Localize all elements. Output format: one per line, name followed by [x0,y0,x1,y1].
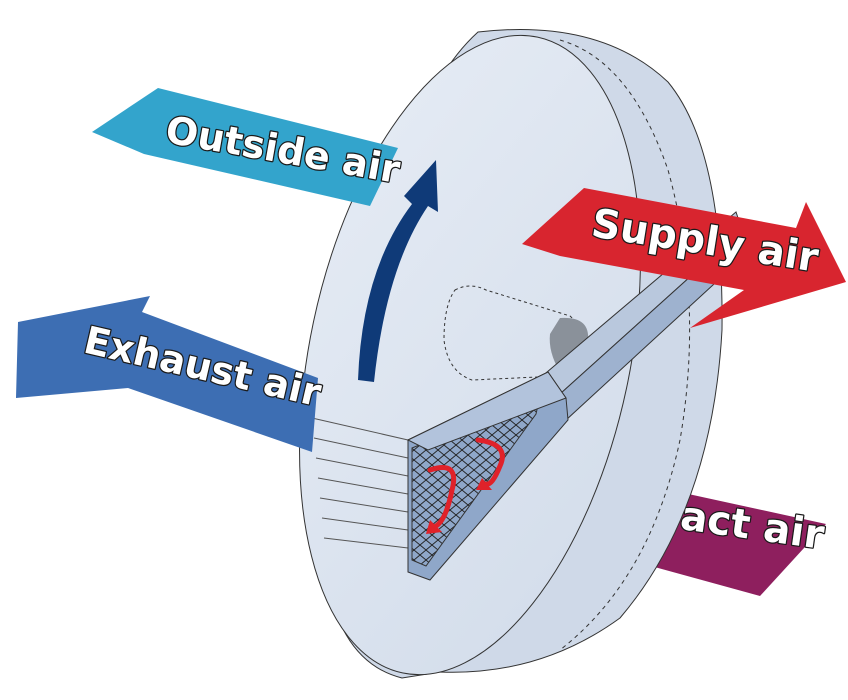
wheel-hub [443,285,584,381]
supply-air-arrow-shape [522,188,846,328]
outside-air-arrow-shape [92,88,398,206]
outside-air-arrow: Outside air [92,88,405,206]
matrix-cutaway [406,371,569,581]
wheel-matrix-lines [311,417,409,549]
rotary-wheel [299,29,723,679]
heat-swirl-icon [426,437,505,534]
wheel-face [299,34,641,676]
exhaust-air-arrow: Exhaust air [16,296,327,452]
rotation-arrow [358,160,438,382]
exhaust-air-arrow-shape [16,296,318,452]
